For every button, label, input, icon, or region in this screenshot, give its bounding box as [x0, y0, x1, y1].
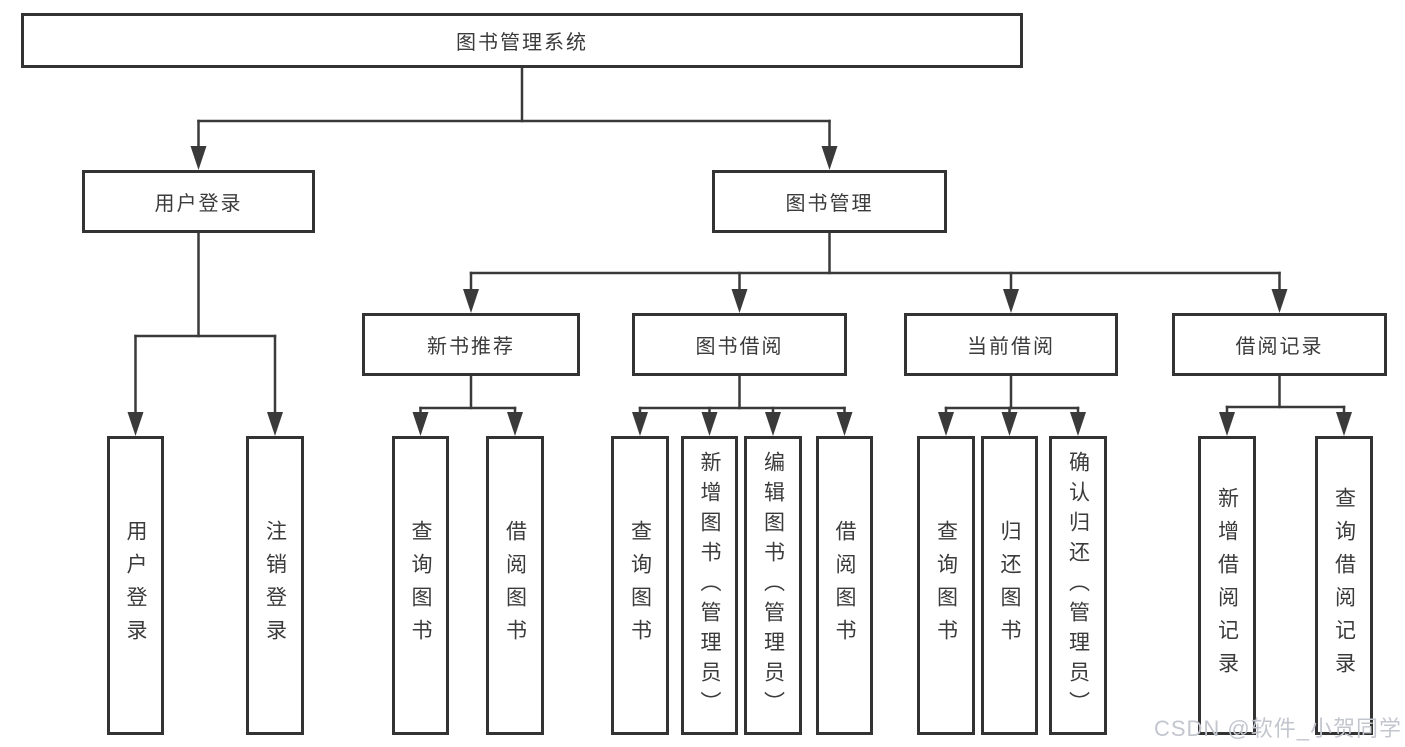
leaf-query-books-recommend-label: 查询图书 — [409, 519, 432, 652]
leaf-user-login-label: 用户登录 — [124, 519, 147, 652]
node-borrowing-records: 借阅记录 — [1172, 313, 1387, 376]
leaf-borrow-books: 借阅图书 — [816, 436, 873, 735]
leaf-query-borrow-record-label: 查询借阅记录 — [1332, 486, 1356, 685]
leaf-logout: 注销登录 — [246, 436, 304, 735]
leaf-logout-label: 注销登录 — [263, 519, 287, 652]
csdn-watermark: CSDN @软件_小贺同学 — [1153, 716, 1402, 741]
leaf-query-books-current: 查询图书 — [917, 436, 975, 735]
leaf-query-books-borrowing-label: 查询图书 — [628, 519, 652, 652]
node-new-book-recommendation: 新书推荐 — [362, 313, 580, 376]
leaf-add-books-admin-label: 新增图书（管理员） — [698, 450, 721, 721]
leaf-add-borrow-record: 新增借阅记录 — [1198, 436, 1256, 735]
leaf-return-books-label: 归还图书 — [998, 519, 1021, 652]
node-library-system-label: 图书管理系统 — [456, 32, 588, 54]
node-new-book-recommendation-label: 新书推荐 — [427, 336, 515, 358]
leaf-user-login: 用户登录 — [107, 436, 164, 735]
leaf-add-borrow-record-label: 新增借阅记录 — [1215, 486, 1239, 685]
leaf-query-borrow-record: 查询借阅记录 — [1315, 436, 1373, 735]
leaf-return-books: 归还图书 — [981, 436, 1038, 735]
leaf-confirm-return-admin: 确认归还（管理员） — [1049, 436, 1107, 735]
leaf-query-books-current-label: 查询图书 — [934, 519, 958, 652]
node-library-system: 图书管理系统 — [21, 13, 1023, 68]
leaf-borrow-books-recommend: 借阅图书 — [486, 436, 544, 735]
leaf-add-books-admin: 新增图书（管理员） — [681, 436, 738, 735]
node-book-borrowing: 图书借阅 — [632, 313, 847, 376]
leaf-query-books-borrowing: 查询图书 — [611, 436, 669, 735]
node-user-login-label: 用户登录 — [154, 193, 243, 215]
leaf-edit-books-admin-label: 编辑图书（管理员） — [761, 450, 785, 721]
node-current-borrowing-label: 当前借阅 — [967, 336, 1055, 358]
leaf-edit-books-admin: 编辑图书（管理员） — [744, 436, 802, 735]
node-current-borrowing: 当前借阅 — [904, 313, 1118, 376]
node-book-management-label: 图书管理 — [785, 193, 874, 215]
node-borrowing-records-label: 借阅记录 — [1235, 336, 1324, 358]
leaf-confirm-return-admin-label: 确认归还（管理员） — [1066, 450, 1090, 721]
node-user-login: 用户登录 — [82, 170, 315, 233]
leaf-query-books-recommend: 查询图书 — [392, 436, 449, 735]
leaf-borrow-books-recommend-label: 借阅图书 — [503, 519, 527, 652]
leaf-borrow-books-label: 借阅图书 — [833, 519, 856, 652]
node-book-management: 图书管理 — [712, 170, 947, 233]
node-book-borrowing-label: 图书借阅 — [695, 336, 784, 358]
